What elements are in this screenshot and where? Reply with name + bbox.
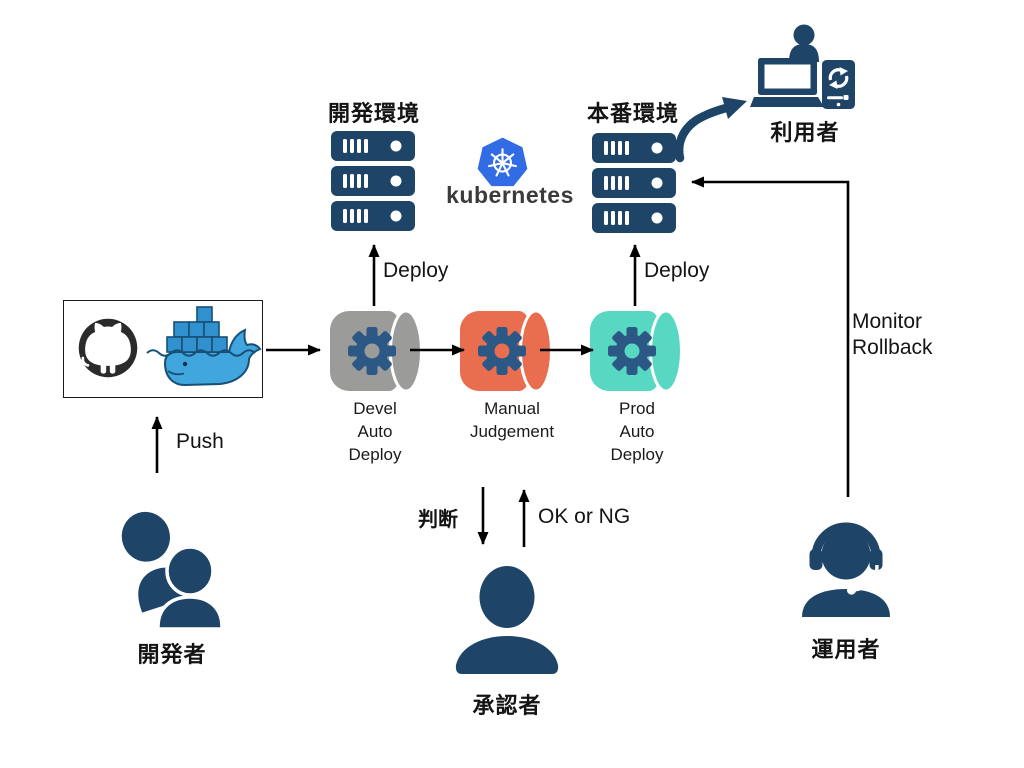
stage-label-manual: Manual Judgement (452, 397, 572, 443)
deploy-dev-label: Deploy (383, 259, 449, 282)
headset-mic (846, 585, 857, 595)
stage-label-prod: Prod Auto Deploy (577, 397, 697, 466)
dev-server-stack-icon (331, 131, 415, 231)
operator-shoulders (802, 589, 890, 617)
user-bust (789, 44, 819, 62)
gear-icon (478, 327, 526, 375)
operator-head (821, 530, 871, 580)
judgement-label: 判断 (418, 509, 458, 531)
stage-label-line: Prod (619, 399, 655, 418)
push-label: Push (176, 430, 224, 453)
kubernetes-wheel-icon (477, 137, 528, 187)
monitor-rollback-arrow (691, 176, 850, 497)
server-unit (331, 131, 415, 161)
operator-label: 運用者 (811, 637, 881, 662)
stage-prod-auto-deploy (590, 309, 683, 393)
stage-label-line: Deploy (610, 445, 664, 464)
github-octocat-icon (78, 318, 138, 378)
prod-server-stack-icon (592, 133, 676, 233)
person-icon (455, 566, 559, 674)
headset-band (811, 522, 881, 558)
approver-label: 承認者 (472, 693, 542, 718)
docker-containers (166, 306, 228, 353)
server-unit (592, 203, 676, 233)
server-unit (592, 168, 676, 198)
stage-label-line: Auto (619, 422, 655, 441)
gear-icon (348, 327, 396, 375)
gear-icon (608, 327, 656, 375)
prod-environment-label: 本番環境 (586, 101, 679, 126)
publish-swoosh-arrow (674, 97, 747, 163)
ok-or-ng-label: OK or NG (538, 505, 631, 528)
stage-devel-auto-deploy (330, 309, 423, 393)
two-person-icon (121, 511, 224, 630)
person-devices-icon (750, 24, 855, 109)
stage-label-devel: Devel Auto Deploy (315, 397, 435, 466)
front-person (156, 545, 224, 630)
headset-earcup (869, 549, 883, 570)
person-headset-icon (802, 522, 890, 617)
docker-whale-icon (146, 306, 262, 387)
dev-environment-label: 開発環境 (327, 101, 420, 126)
stage-label-line: Manual (484, 399, 540, 418)
headset-mic-boom (852, 564, 879, 592)
stage-label-line: Judgement (469, 422, 555, 441)
deploy-prod-label: Deploy (644, 259, 710, 282)
headset-earcup (809, 549, 823, 570)
kubernetes-label: kubernetes (446, 182, 574, 208)
stage-label-line: Deploy (348, 445, 402, 464)
stage-label-line: Auto (357, 422, 393, 441)
monitor-label: Monitor (852, 310, 923, 333)
tablet-sync-icon (822, 60, 855, 109)
server-unit (331, 166, 415, 196)
server-unit (592, 133, 676, 163)
user-head (793, 24, 815, 46)
server-unit (331, 201, 415, 231)
users-label: 利用者 (770, 120, 840, 145)
developers-label: 開発者 (137, 642, 207, 667)
laptop-icon (750, 58, 824, 107)
rollback-label: Rollback (852, 336, 933, 359)
stage-label-line: Devel (353, 399, 397, 418)
